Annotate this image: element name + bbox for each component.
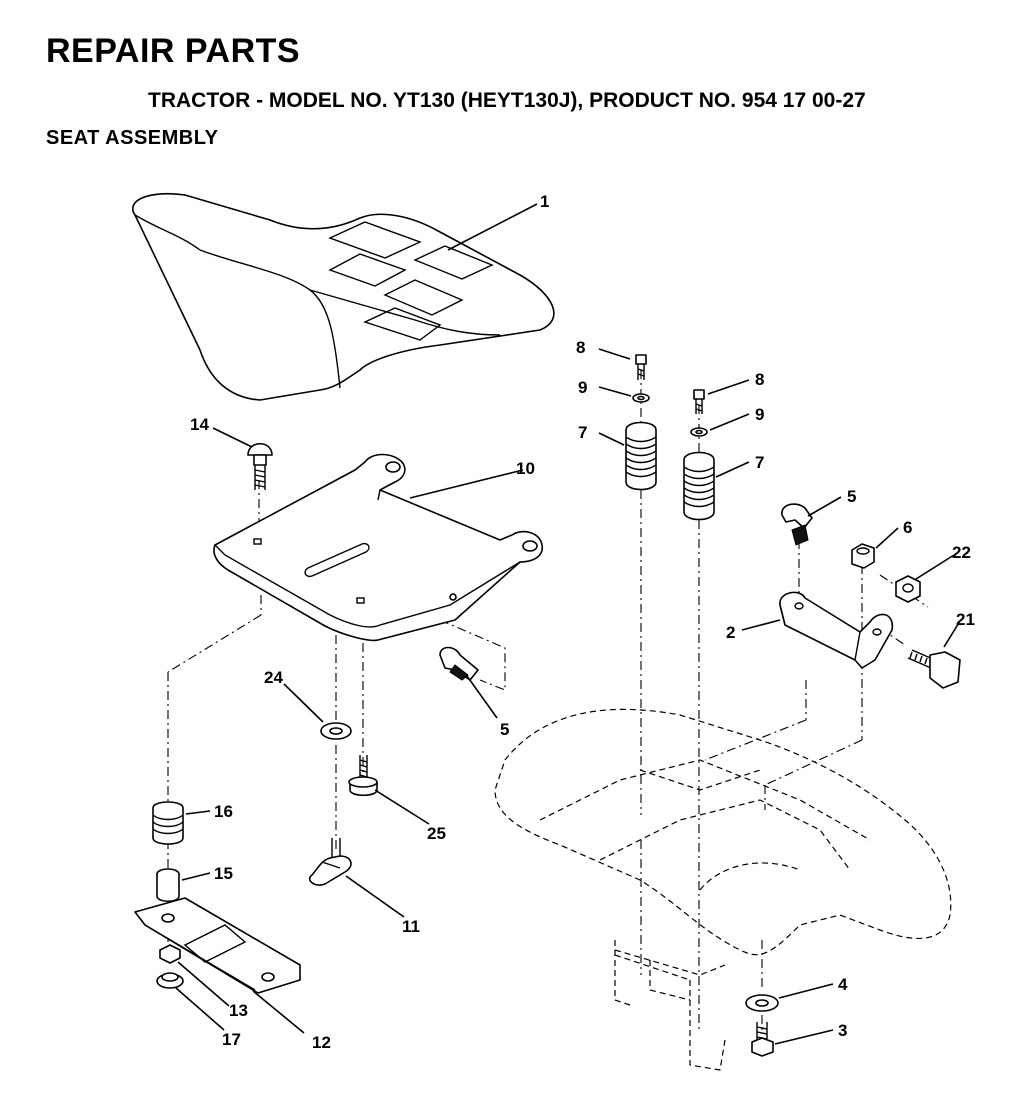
- callout-2: 2: [726, 623, 735, 642]
- spring-7-right: [683, 451, 715, 521]
- page-title: REPAIR PARTS: [46, 32, 301, 70]
- callout-5-right: 5: [847, 487, 856, 506]
- callout-14: 14: [190, 415, 209, 434]
- callout-11: 11: [402, 917, 420, 936]
- callout-3: 3: [838, 1021, 847, 1040]
- callout-9-right: 9: [755, 405, 764, 424]
- washer-4: [745, 994, 779, 1012]
- bolt-8-right: [693, 389, 705, 414]
- spring-16: [152, 801, 184, 845]
- section-title: SEAT ASSEMBLY: [46, 127, 219, 149]
- callout-22: 22: [952, 543, 971, 562]
- clip-5-left: [439, 646, 479, 681]
- callout-21: 21: [956, 610, 975, 629]
- mounting-plate-12: [134, 897, 301, 994]
- leader-lines: [175, 203, 961, 1045]
- washer-9-left: [632, 393, 650, 403]
- fender-outline: [494, 708, 952, 1071]
- callout-6: 6: [903, 518, 912, 537]
- carriage-bolt: [247, 442, 273, 490]
- callout-4: 4: [838, 975, 848, 994]
- callout-7-right: 7: [755, 453, 764, 472]
- callout-15: 15: [214, 864, 233, 883]
- nut-17: [156, 972, 184, 989]
- spring-7-left: [625, 421, 657, 491]
- callout-9-left: 9: [578, 378, 587, 397]
- hex-bolt-3: [751, 1022, 774, 1057]
- nut-13: [159, 944, 181, 964]
- bolt-8-left: [635, 354, 647, 380]
- shoulder-bolt-21: [907, 649, 961, 689]
- washer-9-right: [690, 427, 708, 437]
- seat-knob-11: [308, 838, 352, 886]
- callouts: 1 10 14 8 9 7 8 9 7 5 6 22 2 21 5 24 25 …: [190, 192, 975, 1052]
- seat-pan: [213, 453, 544, 642]
- clip-5-right: [781, 503, 813, 546]
- callout-12: 12: [312, 1033, 331, 1052]
- callout-8-right: 8: [755, 370, 764, 389]
- callout-24: 24: [264, 668, 283, 687]
- bolt-25: [348, 755, 378, 797]
- washer-24: [320, 722, 352, 740]
- callout-10: 10: [516, 459, 535, 478]
- callout-25: 25: [427, 824, 446, 843]
- callout-1: 1: [540, 192, 549, 211]
- callout-16: 16: [214, 802, 233, 821]
- alignment-lines: [167, 370, 929, 1030]
- seat-pads: [328, 221, 494, 341]
- nut-22: [895, 575, 921, 603]
- nut-6: [851, 543, 875, 569]
- callout-7-left: 7: [578, 423, 587, 442]
- seat: [132, 192, 555, 401]
- spacer-15: [156, 868, 180, 903]
- callout-13: 13: [229, 1001, 248, 1020]
- callout-8-left: 8: [576, 338, 585, 357]
- callout-5-left: 5: [500, 720, 509, 739]
- model-subtitle: TRACTOR - MODEL NO. YT130 (HEYT130J), PR…: [148, 89, 866, 112]
- bracket-2: [779, 591, 894, 669]
- callout-17: 17: [222, 1030, 241, 1049]
